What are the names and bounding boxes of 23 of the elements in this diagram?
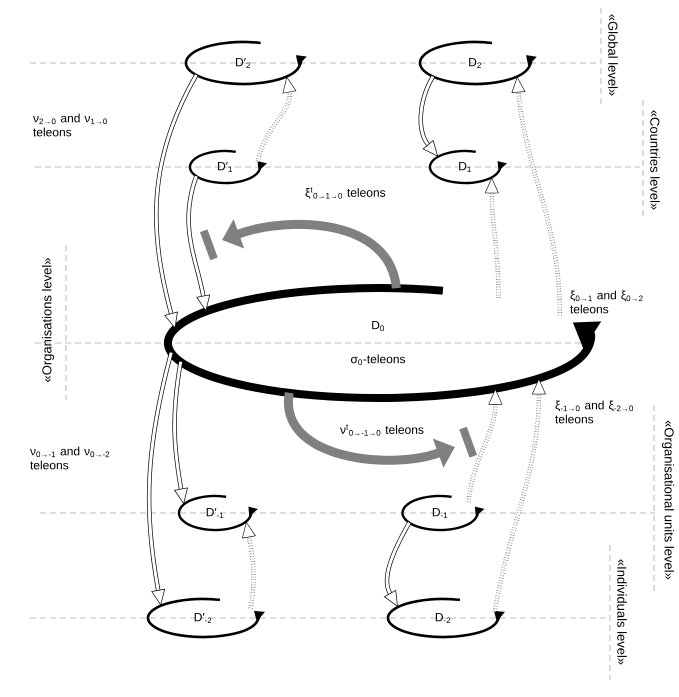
node-label: σ$_{0}$-teleons — [350, 354, 406, 366]
node-label: D$_{0}$ — [372, 320, 384, 332]
node-label: D$_{1}$ — [459, 162, 471, 172]
edge-label: ν$_{0→-1}$ and ν$_{0→-2}$ teleons — [30, 446, 110, 470]
level-label: «Global level» — [608, 14, 618, 96]
level-label: «Organisational units level» — [662, 420, 674, 580]
node-label: D$_{2}$ — [469, 58, 481, 68]
dotted-arrow — [511, 76, 562, 316]
node-label: D$_{-1}$ — [432, 508, 448, 518]
dotted-arrow — [256, 76, 296, 162]
dotted-arrow — [242, 522, 256, 609]
node-label: D′$_{-1}$ — [206, 508, 224, 518]
edge-label: ν$_{2→0}$ and ν$_{1→0}$ teleons — [33, 114, 107, 136]
level-label: «Individuals level» — [617, 559, 627, 665]
level-label: «Countries level» — [650, 110, 660, 210]
node-label: D′$_{2}$ — [236, 58, 250, 68]
node-label: D′$_{1}$ — [218, 162, 232, 172]
node-label: D′$_{-2}$ — [194, 612, 212, 624]
edge-label: ν$^{t}$$_{0→-1→0}$ teleons — [340, 424, 424, 436]
level-label: «Organisations level» — [42, 258, 54, 382]
node-label: D$_{-2}$ — [436, 612, 450, 624]
edge-label: ξ$^{t}$$_{0→1→0}$ teleons — [306, 187, 386, 199]
edge-label: ξ$_{-1→0}$ and ξ$_{-2→0}$ teleons — [555, 400, 634, 424]
